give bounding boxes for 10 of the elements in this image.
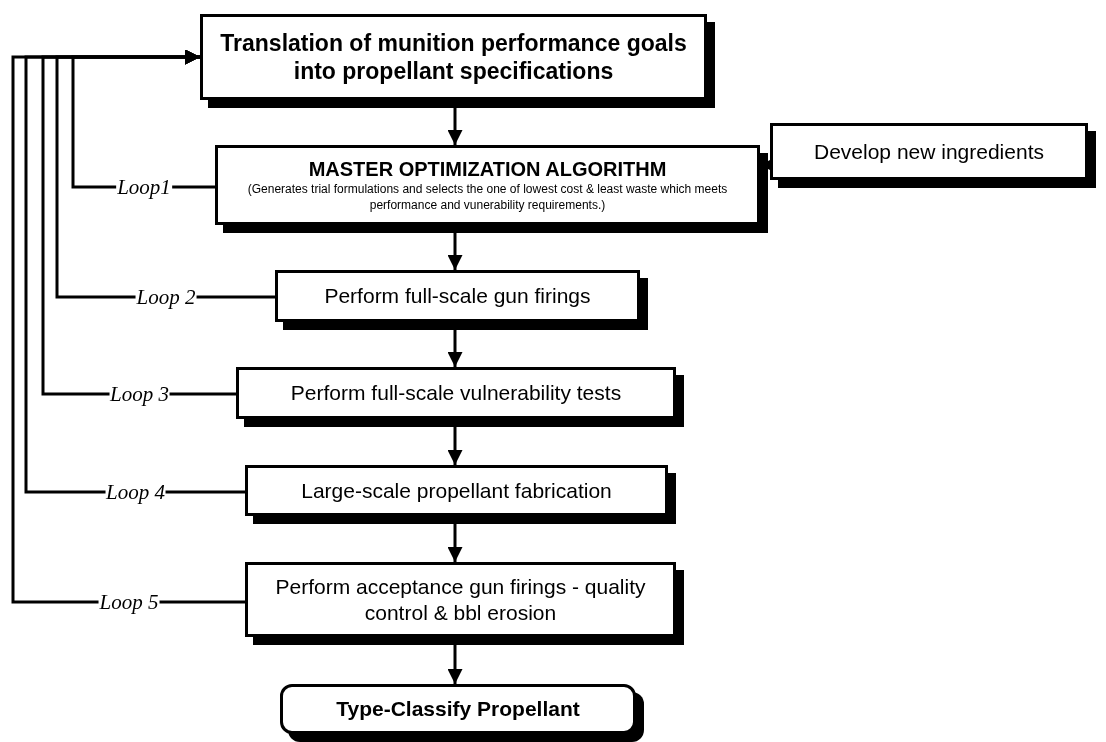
box-description: (Generates trial formulations and selects the one of lowest cost & least waste which meets performance and vunerability requirements.) (246, 181, 729, 213)
box-text: Develop new ingredients (814, 138, 1044, 165)
arrow (11, 49, 245, 604)
box-text: Type-Classify Propellant (336, 696, 580, 722)
box-text: Translation of munition performance goals into propellant specifications (219, 29, 688, 85)
box-text: Perform full-scale gun firings (324, 283, 591, 309)
box-heading: MASTER OPTIMIZATION ALGORITHM (308, 157, 667, 181)
box-text: Large-scale propellant fabrication (301, 477, 612, 504)
box-text: Perform full-scale vulnerability tests (290, 380, 622, 406)
box-text: Perform acceptance gun firings - quality control & bbl erosion (274, 573, 647, 626)
